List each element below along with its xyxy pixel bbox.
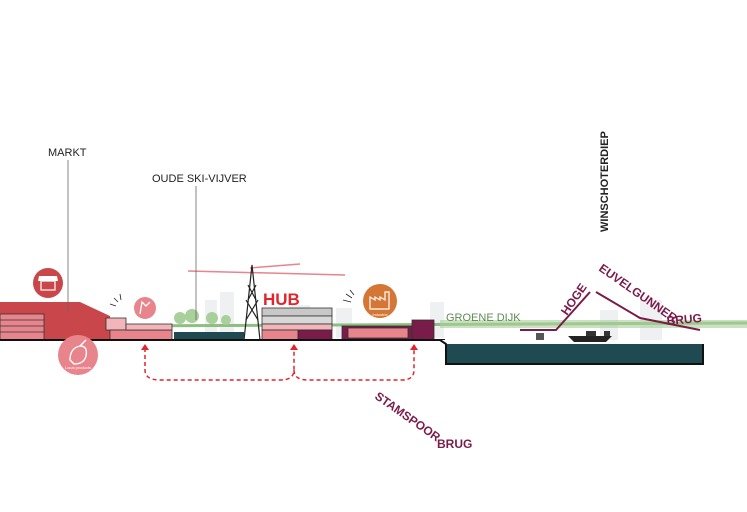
industry-label: Industrie xyxy=(372,312,388,317)
winschoterdiep-label: WINSCHOTERDIEP xyxy=(599,131,611,232)
hoge-bridge xyxy=(520,291,701,331)
hub-building xyxy=(261,307,333,341)
route-arrows xyxy=(141,344,418,350)
trees xyxy=(174,309,231,325)
markt-label: MARKT xyxy=(48,147,87,159)
vendor-icon xyxy=(134,297,156,319)
hoge-label: HOGE xyxy=(558,281,590,318)
market-stall-icon xyxy=(33,268,63,298)
crane xyxy=(187,263,346,276)
local-products-label: Local products xyxy=(65,365,91,370)
brug-right-label: BRUG xyxy=(666,311,702,328)
stamspoor-route xyxy=(144,348,415,381)
boats xyxy=(536,331,612,342)
low-buildings xyxy=(105,317,173,341)
ski-pond xyxy=(174,332,244,340)
brug-bottom-label: BRUG xyxy=(437,437,472,451)
groene-dijk-label: GROENE DIJK xyxy=(446,312,521,324)
stamspoor-label: STAMSPOOR xyxy=(372,389,443,445)
market-building xyxy=(0,302,110,341)
vendor-sparks xyxy=(109,293,122,307)
factory-icon: Industrie xyxy=(363,284,397,318)
hub-label: HUB xyxy=(263,290,300,309)
pylon xyxy=(243,264,261,341)
leaf-bag-icon: Local products xyxy=(58,335,98,375)
industry-buildings xyxy=(341,319,435,341)
green-dike-embankment xyxy=(440,320,747,328)
oude-ski-vijver-label: OUDE SKI-VIJVER xyxy=(152,173,247,185)
factory-sparks xyxy=(342,289,355,303)
canal xyxy=(439,339,747,365)
